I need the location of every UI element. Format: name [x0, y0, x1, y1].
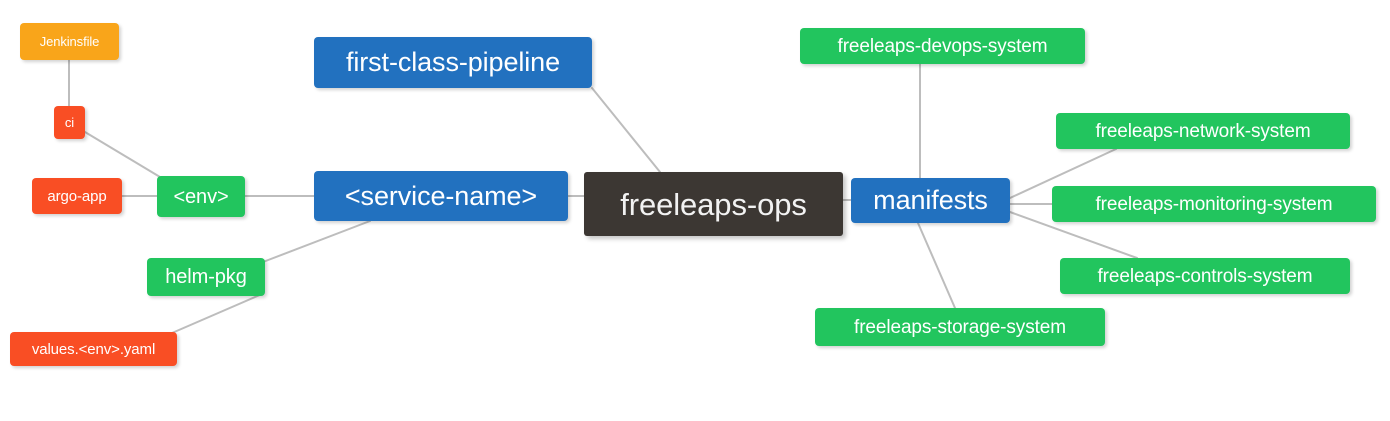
node-first-class-pipeline[interactable]: first-class-pipeline: [314, 37, 592, 88]
node-label-freeleaps-storage-system: freeleaps-storage-system: [854, 316, 1066, 338]
node-label-manifests: manifests: [873, 185, 988, 215]
node-freeleaps-ops[interactable]: freeleaps-ops: [584, 172, 843, 236]
node-label-service-name: <service-name>: [344, 180, 538, 211]
node-freeleaps-devops-system[interactable]: freeleaps-devops-system: [800, 28, 1085, 64]
node-freeleaps-controls-system[interactable]: freeleaps-controls-system: [1060, 258, 1350, 294]
node-label-argo-app: argo-app: [47, 187, 107, 205]
node-freeleaps-storage-system[interactable]: freeleaps-storage-system: [815, 308, 1105, 346]
node-label-values-yaml: values.<env>.yaml: [31, 340, 156, 358]
node-manifests[interactable]: manifests: [851, 178, 1010, 223]
node-argo-app[interactable]: argo-app: [32, 178, 122, 214]
node-label-freeleaps-network-system: freeleaps-network-system: [1095, 120, 1311, 142]
edge-first-class-pipeline-to-freeleaps-ops: [591, 87, 661, 173]
node-values-yaml[interactable]: values.<env>.yaml: [10, 332, 177, 366]
node-label-jenkinsfile: Jenkinsfile: [39, 34, 100, 49]
node-label-helm-pkg: helm-pkg: [165, 266, 247, 288]
node-helm-pkg[interactable]: helm-pkg: [147, 258, 265, 296]
edge-manifests-to-freeleaps-storage-system: [917, 222, 956, 309]
node-ci[interactable]: ci: [54, 106, 85, 139]
node-label-ci: ci: [64, 115, 75, 130]
node-label-freeleaps-monitoring-system: freeleaps-monitoring-system: [1095, 193, 1333, 215]
node-label-freeleaps-controls-system: freeleaps-controls-system: [1097, 265, 1313, 287]
node-freeleaps-network-system[interactable]: freeleaps-network-system: [1056, 113, 1350, 149]
node-freeleaps-monitoring-system[interactable]: freeleaps-monitoring-system: [1052, 186, 1376, 222]
node-label-freeleaps-ops: freeleaps-ops: [620, 186, 807, 222]
node-label-env: <env>: [173, 185, 229, 208]
edge-helm-pkg-to-service-name: [262, 220, 371, 263]
edge-values-yaml-to-helm-pkg: [171, 293, 263, 334]
edge-ci-to-env: [84, 131, 161, 178]
node-label-first-class-pipeline: first-class-pipeline: [345, 47, 561, 77]
node-env[interactable]: <env>: [157, 176, 245, 217]
node-label-freeleaps-devops-system: freeleaps-devops-system: [837, 35, 1048, 57]
node-jenkinsfile[interactable]: Jenkinsfile: [20, 23, 119, 60]
node-service-name[interactable]: <service-name>: [314, 171, 568, 221]
